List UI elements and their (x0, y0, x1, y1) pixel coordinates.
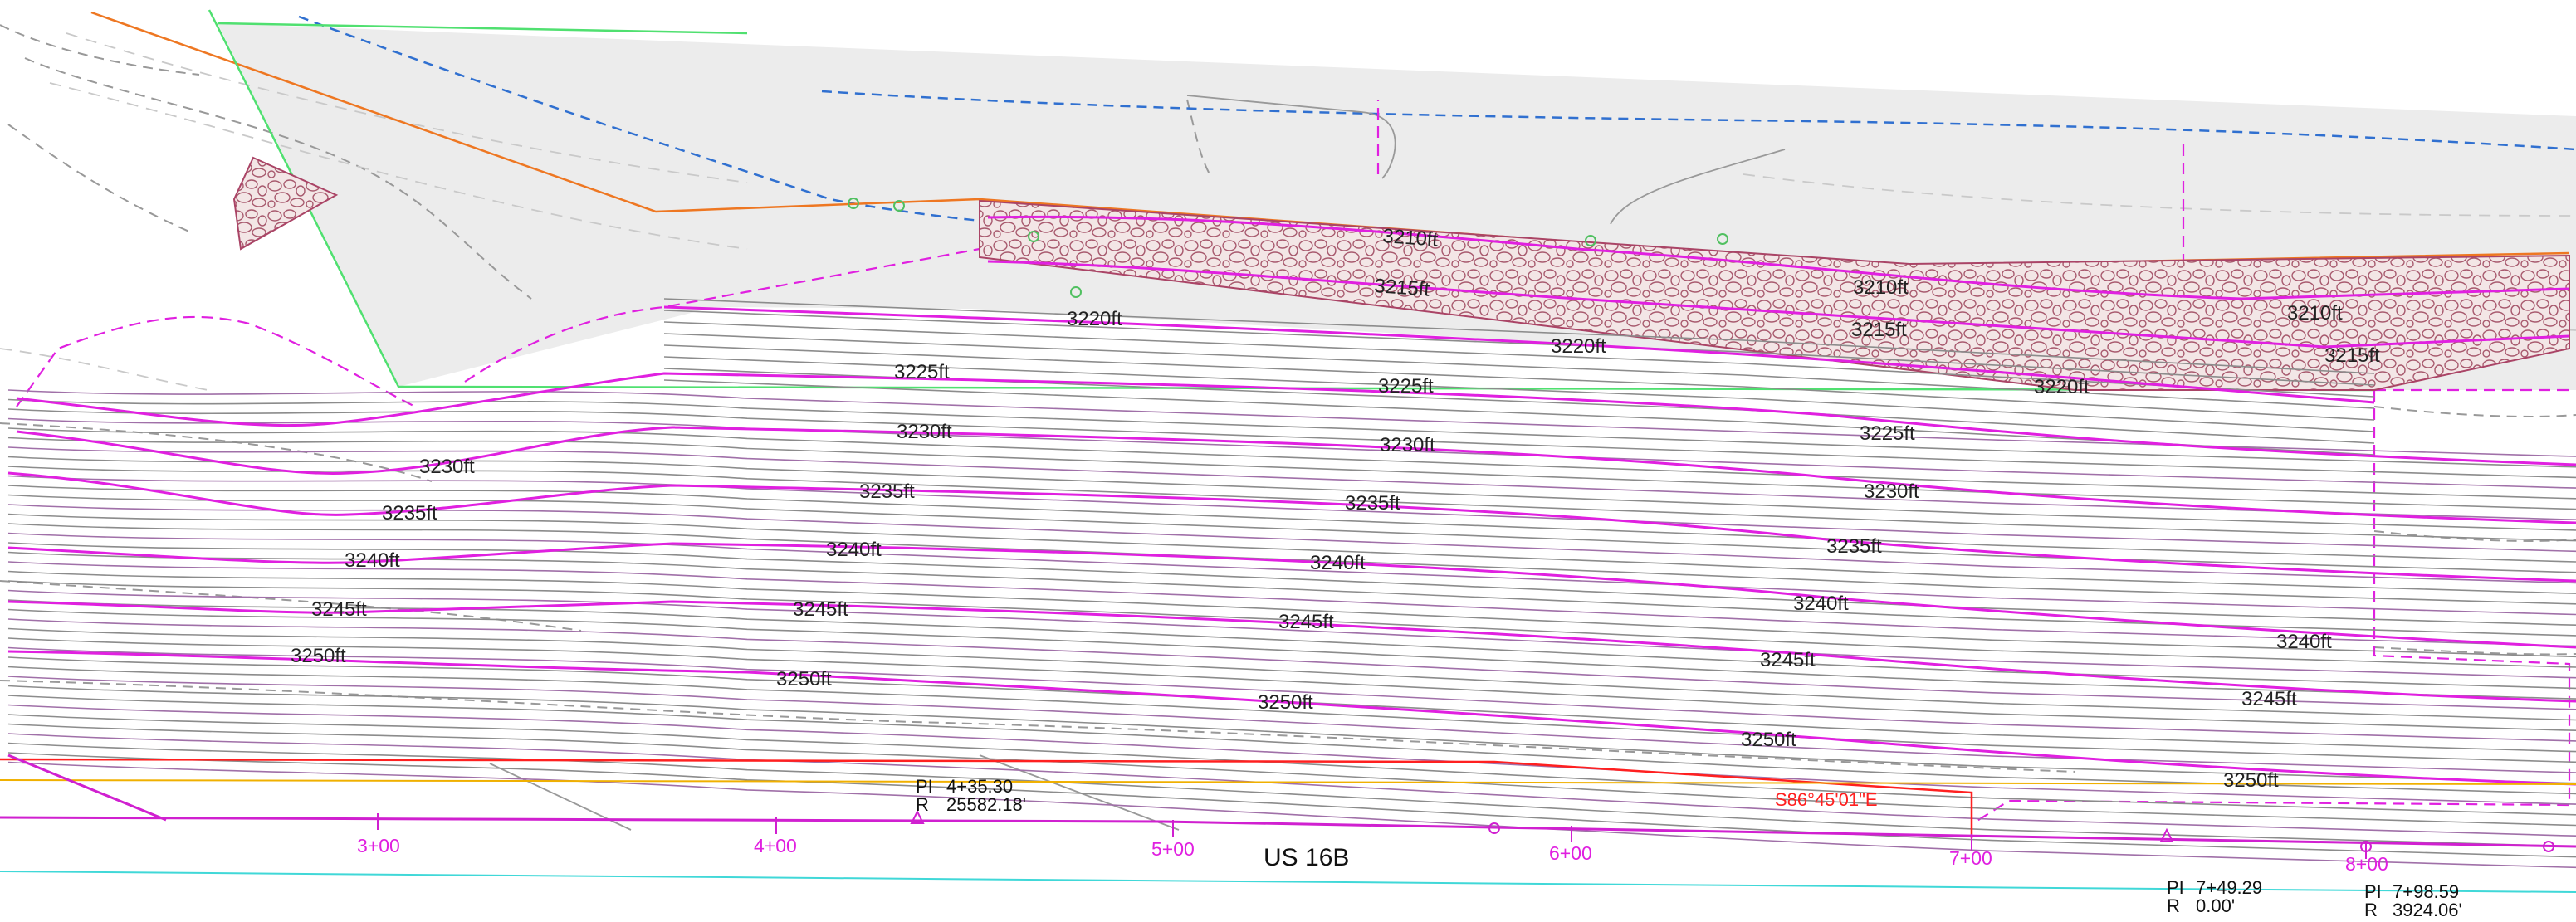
curve-data-text: PI (2364, 881, 2382, 902)
contour-label: 3235ft (1826, 535, 1882, 558)
contour-label: 3250ft (776, 668, 832, 690)
curve-data-1: PI 4+35.30 R 25582.18' (916, 776, 1026, 815)
contour-label: 3225ft (1860, 422, 1915, 445)
curve-data-text: 7+98.59 (2393, 881, 2459, 902)
minor-contour-line (7, 733, 2576, 837)
contour-label: 3245ft (1278, 611, 1334, 633)
curve-data-text: 0.00' (2196, 895, 2235, 916)
contour-label: 3240ft (1793, 593, 1849, 615)
contour-label: 3245ft (2241, 688, 2297, 710)
contour-label: 3250ft (1741, 729, 1796, 751)
curve-data-text: PI (916, 776, 933, 797)
contour-3235 (7, 471, 2576, 583)
contour-3210 (987, 215, 2570, 300)
curve-data-text: 4+35.30 (946, 776, 1013, 797)
contour-label: 3225ft (894, 361, 950, 383)
contour-label: 3250ft (1258, 691, 1313, 714)
contour-label: 3230ft (1864, 481, 1919, 503)
contour-label: 3215ft (2324, 344, 2380, 367)
contour-label: 3235ft (859, 481, 915, 503)
station-label: 7+00 (1949, 847, 1992, 869)
easement-line (0, 779, 2576, 785)
contour-labels: 3210ft 3210ft 3210ft 3215ft 3215ft 3215f… (291, 225, 2380, 792)
station-label: 3+00 (357, 835, 400, 856)
contour-label: 3245ft (311, 598, 367, 621)
curve-data-text: 3924.06' (2393, 900, 2462, 920)
utility-markers (848, 198, 1728, 298)
contour-label: 3240ft (345, 549, 400, 572)
contour-label: 3235ft (382, 502, 437, 524)
curve-data-text: PI (2167, 877, 2184, 898)
contour-3215 (987, 260, 2570, 349)
contour-label: 3215ft (1374, 275, 1431, 301)
contour-label: 3210ft (1853, 276, 1909, 299)
contour-3225 (16, 372, 2576, 466)
contour-3230 (16, 426, 2576, 524)
riprap-inlet (232, 156, 339, 251)
station-label: 6+00 (1549, 842, 1592, 864)
curve-data-text: R (2167, 895, 2180, 916)
contour-label: 3235ft (1345, 492, 1400, 515)
road-name: US 16B (1264, 844, 1349, 871)
contour-3245 (7, 600, 2576, 703)
minor-contour-line (7, 742, 2576, 847)
contour-label: 3220ft (2034, 376, 2090, 398)
proposed-boundary (16, 100, 2571, 822)
contour-label: 3215ft (1851, 319, 1907, 341)
station-ticks (377, 813, 2367, 859)
contour-label: 3225ft (1378, 375, 1434, 398)
station-label: 8+00 (2345, 853, 2388, 875)
contour-label: 3245ft (793, 598, 848, 621)
contour-label: 3230ft (897, 421, 952, 443)
curve-data-text: R (916, 794, 929, 815)
contour-label: 3230ft (419, 456, 475, 478)
major-contours (7, 215, 2576, 786)
riprap-basin (979, 199, 2570, 391)
contour-3240 (7, 542, 2576, 649)
station-label: 4+00 (754, 835, 797, 856)
contour-label: 3230ft (1380, 434, 1435, 456)
alignment-markers (910, 809, 2554, 852)
contour-label: 3210ft (2287, 302, 2343, 324)
minor-contour-line (7, 532, 2576, 616)
curve-data-text: 25582.18' (946, 794, 1026, 815)
curve-data-2: PI 7+49.29 R 0.00' (2167, 877, 2262, 916)
contour-3220 (663, 305, 2375, 404)
cyan-line (0, 871, 2576, 893)
contour-label: 3210ft (1382, 225, 1440, 251)
contour-3250 (7, 650, 2576, 786)
curve-data-3: PI 7+98.59 R 3924.06' (2364, 881, 2462, 920)
bearing-label: S86°45'01"E (1775, 789, 1878, 810)
contour-label: 3220ft (1067, 308, 1122, 330)
contour-label: 3250ft (291, 645, 346, 667)
right-of-way (0, 758, 1973, 838)
curve-data-text: 7+49.29 (2196, 877, 2262, 898)
station-label: 5+00 (1151, 838, 1195, 860)
contour-label: 3240ft (2276, 631, 2332, 653)
contour-label: 3240ft (1310, 552, 1366, 574)
water-line (298, 15, 2576, 267)
contour-label: 3250ft (2223, 769, 2279, 792)
contour-label: 3220ft (1551, 335, 1606, 358)
contour-label: 3240ft (826, 539, 882, 561)
station-labels: 3+00 4+00 5+00 6+00 7+00 8+00 (357, 835, 2388, 875)
curve-data-text: R (2364, 900, 2378, 920)
contour-label: 3245ft (1760, 649, 1816, 671)
road-alignment (0, 754, 2576, 848)
